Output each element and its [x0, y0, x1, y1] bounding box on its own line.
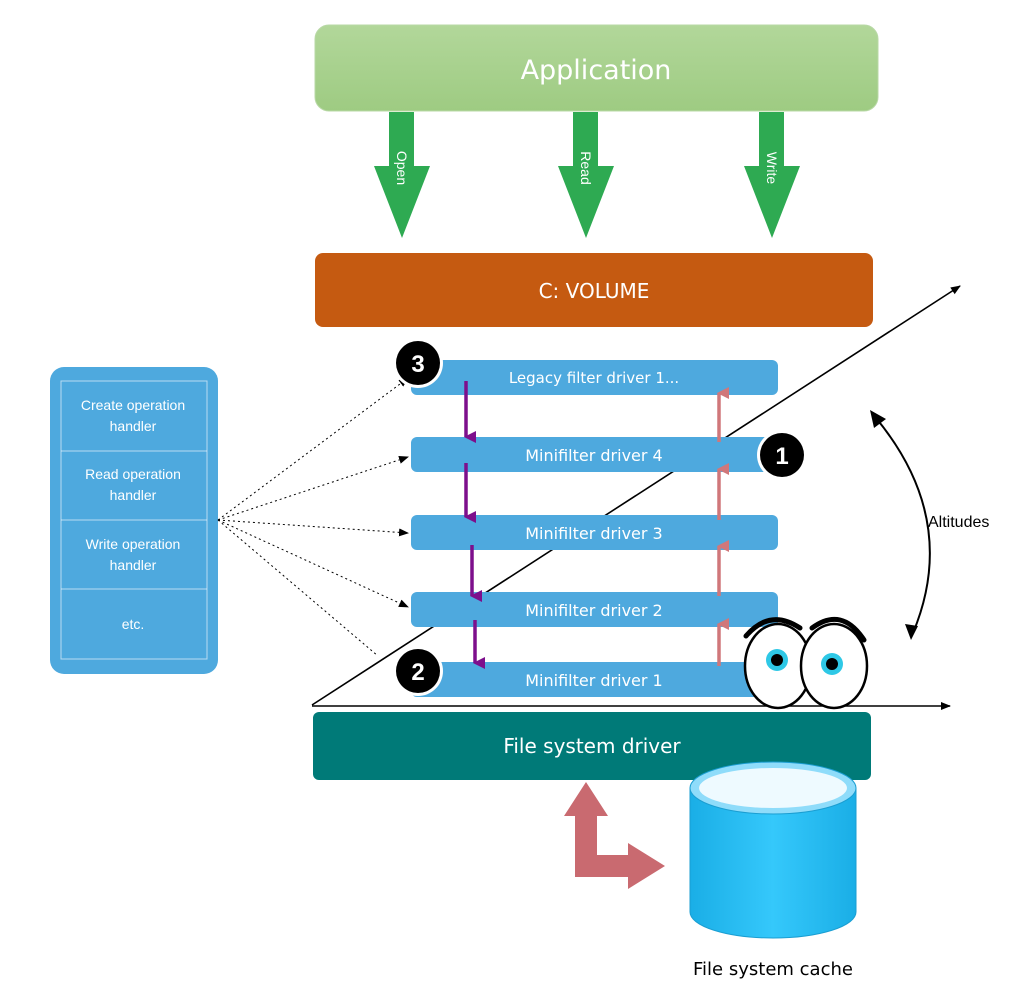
badge-1: 1 [757, 430, 807, 480]
badge-2-number: 2 [411, 659, 424, 686]
read-label: Read [578, 151, 594, 184]
badge-3: 3 [393, 338, 443, 388]
filter-label-2: Minifilter driver 2 [525, 601, 662, 620]
handler-read-line1: Read operation [85, 466, 181, 482]
file-system-cache-icon [689, 761, 857, 939]
altitudes-label: Altitudes [928, 514, 989, 531]
altitudes-arrow: Altitudes [870, 410, 989, 640]
eyes-icon [743, 617, 869, 710]
minifilter-driver-2: Minifilter driver 2 [411, 592, 778, 627]
handler-write-line2: handler [110, 557, 157, 573]
cache-driver-arrow [564, 782, 665, 889]
badge-2: 2 [393, 646, 443, 696]
minifilter-driver-3: Minifilter driver 3 [411, 515, 778, 550]
op-arrow-open: Open [374, 112, 430, 238]
pre-operation-arrows [464, 381, 485, 669]
filter-label-3: Minifilter driver 3 [525, 524, 662, 543]
filter-label-1: Minifilter driver 1 [525, 671, 662, 690]
handler-etc: etc. [122, 616, 145, 632]
handler-write-line1: Write operation [86, 536, 181, 552]
volume-label: C: VOLUME [539, 279, 650, 303]
write-label: Write [764, 152, 780, 185]
filter-label-4: Minifilter driver 4 [525, 446, 662, 465]
op-arrow-read: Read [558, 112, 614, 238]
op-arrow-write: Write [744, 112, 800, 238]
handler-create-line1: Create operation [81, 397, 185, 413]
file-system-driver-label: File system driver [503, 734, 681, 758]
handler-connectors [217, 377, 409, 657]
filter-label-legacy: Legacy filter driver 1... [509, 369, 679, 387]
badge-3-number: 3 [411, 351, 424, 378]
open-label: Open [394, 151, 410, 185]
volume-box: C: VOLUME [315, 253, 873, 327]
file-system-driver-box: File system driver [313, 712, 871, 780]
minifilter-driver-1: Minifilter driver 1 [411, 662, 778, 697]
application-box: Application [314, 24, 879, 112]
application-label: Application [521, 55, 672, 86]
file-system-cache-label: File system cache [693, 959, 853, 980]
handler-read-line2: handler [110, 487, 157, 503]
filter-driver-legacy: Legacy filter driver 1... [411, 360, 778, 395]
handler-panel: Create operation handler Read operation … [50, 367, 218, 674]
badge-1-number: 1 [775, 443, 788, 470]
minifilter-driver-4: Minifilter driver 4 [411, 437, 778, 472]
handler-create-line2: handler [110, 418, 157, 434]
